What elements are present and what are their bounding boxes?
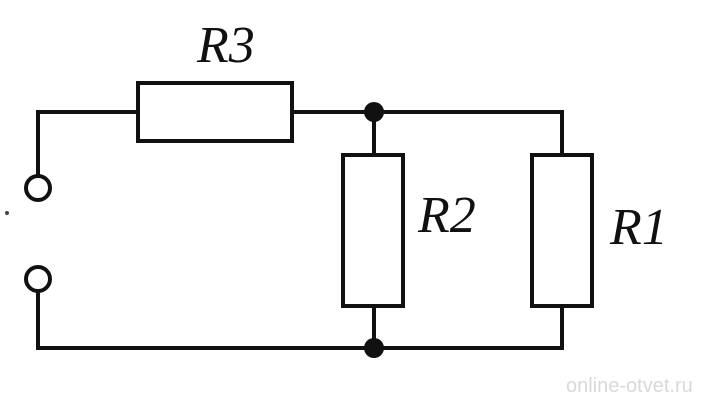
watermark: online-otvet.ru bbox=[566, 375, 693, 397]
label-r1: R1 bbox=[609, 199, 668, 256]
wire-bottom-left bbox=[36, 291, 376, 350]
terminal-top bbox=[24, 174, 52, 202]
resistor-r3 bbox=[136, 81, 294, 143]
junction-top bbox=[364, 102, 384, 122]
terminal-bottom bbox=[24, 265, 52, 293]
resistor-r2 bbox=[341, 153, 405, 308]
wire-top-right bbox=[372, 110, 564, 157]
stray-dot bbox=[5, 211, 9, 215]
label-r2: R2 bbox=[417, 187, 476, 244]
wires bbox=[36, 110, 564, 350]
resistor-r1 bbox=[530, 153, 594, 308]
label-r3: R3 bbox=[196, 17, 255, 74]
wire-bottom-right bbox=[372, 304, 564, 350]
wire-top-left bbox=[36, 110, 140, 178]
junction-bottom bbox=[364, 338, 384, 358]
